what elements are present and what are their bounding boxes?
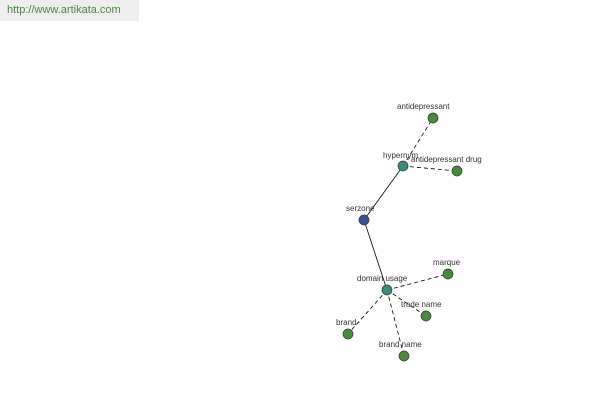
node-dot-antidepressant-drug[interactable]	[451, 165, 463, 177]
node-domain-usage[interactable]: domain usage	[357, 274, 408, 296]
node-dot-domain-usage[interactable]	[381, 284, 393, 296]
edge-serzone-hypernym	[363, 165, 404, 221]
node-hypernym[interactable]: hypernym	[383, 151, 418, 172]
edge-domain-usage-trade-name	[386, 289, 427, 317]
node-label-domain-usage: domain usage	[357, 274, 408, 283]
node-label-antidepressant-drug: antidepressant drug	[411, 155, 482, 164]
node-brand-name[interactable]: brand name	[379, 340, 422, 362]
node-label-serzone: serzone	[346, 204, 375, 213]
node-dot-hypernym[interactable]	[397, 160, 409, 172]
node-label-antidepressant: antidepressant	[397, 102, 450, 111]
node-label-brand-name: brand name	[379, 340, 422, 349]
node-dot-marque[interactable]	[442, 268, 454, 280]
nodes-layer: serzone hypernym domain usage antidepressan…	[336, 102, 482, 362]
edge-domain-usage-brand-name	[386, 289, 405, 357]
edges-layer	[347, 117, 458, 357]
node-serzone[interactable]: serzone	[346, 204, 375, 226]
watermark-url[interactable]: http://www.artikata.com	[0, 0, 139, 21]
edge-domain-usage-marque	[386, 273, 449, 291]
node-antidepressant-drug[interactable]: antidepressant drug	[411, 155, 482, 177]
edge-hypernym-antidepressant	[402, 117, 434, 167]
node-label-marque: marque	[433, 258, 461, 267]
node-dot-brand[interactable]	[342, 328, 354, 340]
node-dot-antidepressant[interactable]	[427, 112, 439, 124]
edge-domain-usage-brand	[347, 289, 388, 335]
node-label-hypernym: hypernym	[383, 151, 418, 160]
edge-hypernym-antidepressant-drug	[402, 165, 458, 172]
node-label-trade-name: trade name	[401, 300, 442, 309]
node-brand[interactable]: brand	[336, 318, 356, 340]
edge-serzone-domain-usage	[363, 219, 388, 291]
node-dot-trade-name[interactable]	[420, 310, 432, 322]
node-dot-serzone[interactable]	[358, 214, 370, 226]
node-label-brand: brand	[336, 318, 356, 327]
node-trade-name[interactable]: trade name	[401, 300, 442, 322]
node-marque[interactable]: marque	[433, 258, 461, 280]
node-dot-brand-name[interactable]	[398, 350, 410, 362]
node-antidepressant[interactable]: antidepressant	[397, 102, 450, 124]
